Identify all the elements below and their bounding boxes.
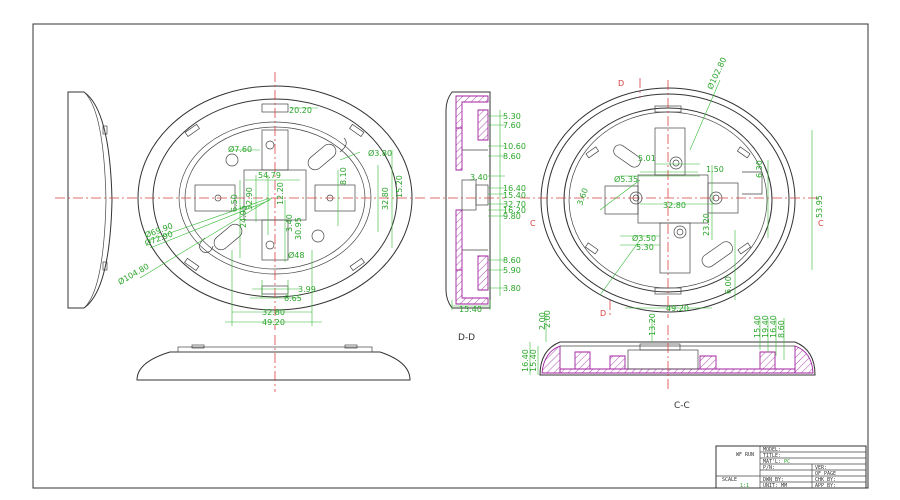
- dim-label: Ø104.80: [116, 261, 151, 287]
- rear-dimension-labels: Ø102.80 5.01 1.50 Ø5.35 6.30 32.80 Ø3.50…: [543, 56, 824, 336]
- dim-label: 16.40: [503, 184, 526, 193]
- dim-label: 20.20: [289, 106, 312, 115]
- bottom-profile-view: [136, 344, 411, 381]
- dim-label: 32.90: [245, 187, 254, 210]
- dim-label: 5.01: [638, 154, 656, 163]
- tb-scale-value: 1:1: [740, 483, 749, 489]
- dim-label: 5.90: [503, 266, 521, 275]
- dim-label: 15.40: [503, 191, 526, 200]
- tb-checked: CHK BY:: [815, 477, 836, 483]
- dim-label: 16.40: [769, 315, 778, 338]
- dim-label: 1.50: [706, 165, 724, 174]
- front-dimension-labels: 20.20 Ø7.60 Ø3.80 54.79 8.10 15.20 32.80…: [116, 106, 404, 327]
- drawing-border: [32, 23, 869, 489]
- section-cc-dimension-labels: 16.40 15.40 2.00 15.40 19.40 16.40 8.60: [521, 312, 786, 372]
- left-edge-view: [67, 91, 113, 309]
- rear-dimension-lines: [599, 79, 813, 309]
- dim-label: 15.20: [395, 175, 404, 198]
- dim-label: 30.95: [294, 217, 303, 240]
- dim-label: 10.60: [503, 142, 526, 151]
- dim-label: 2.00: [538, 312, 547, 330]
- dim-label: 32.70: [503, 200, 526, 209]
- dim-label: Ø48: [288, 250, 304, 260]
- dim-label: Ø5.35: [614, 174, 638, 184]
- cut-letter-c-right: C: [818, 219, 824, 228]
- dim-label: Ø7.60: [228, 144, 252, 154]
- cut-letter-d-top: D: [618, 79, 624, 88]
- dim-label: 15.40: [753, 315, 762, 338]
- tb-sheet: OF PAGE: [815, 471, 836, 477]
- tb-approved: APP BY:: [815, 483, 836, 489]
- dim-label: 9.80: [503, 212, 521, 221]
- dim-label: 3.60: [575, 187, 590, 207]
- tb-part-no: P/N:: [763, 465, 775, 471]
- dim-label: 8.10: [339, 167, 348, 185]
- dim-label: 19.40: [761, 315, 770, 338]
- dim-label: 3.99: [298, 285, 316, 294]
- dim-label: 13.20: [648, 313, 657, 336]
- dim-label: Ø102.80: [705, 56, 729, 91]
- dim-label: 32.80: [381, 187, 390, 210]
- dim-label: 23.20: [702, 213, 711, 236]
- dim-label: 16.20: [503, 206, 526, 215]
- tb-ver: VER:: [815, 465, 827, 471]
- section-dd-view: [445, 91, 491, 309]
- dim-label: 49.20: [262, 318, 285, 327]
- dim-label: 6.50: [230, 194, 239, 212]
- dim-label: 32.80: [663, 201, 686, 210]
- dim-label: 8.60: [777, 320, 786, 338]
- dim-label: 3.80: [503, 284, 521, 293]
- section-cc-dimension-lines: [529, 315, 785, 375]
- dim-label: 12.20: [276, 182, 285, 205]
- section-cc-view: [539, 341, 816, 376]
- tb-title: TITLE:: [763, 453, 781, 459]
- tb-scale-label: SCALE: [722, 477, 737, 483]
- tb-material-value: PC: [784, 459, 790, 465]
- title-block: WF RUN MODEL: TITLE: MAT'L: PC P/N: VER:…: [715, 445, 867, 489]
- dim-label: 6.00: [724, 276, 733, 294]
- tb-model: MODEL:: [763, 447, 781, 453]
- tb-unit: UNIT: MM: [763, 483, 787, 489]
- section-dd-dimension-lines: [451, 110, 505, 310]
- view-label-cc: C-C: [674, 401, 690, 411]
- dim-label: 3.40: [285, 214, 294, 232]
- dim-label: Ø3.80: [368, 148, 392, 158]
- dim-label: 16.40: [521, 349, 530, 372]
- cut-letter-c-left: C: [530, 219, 536, 228]
- tb-company: WF RUN: [736, 452, 754, 458]
- dim-label: 8.60: [503, 256, 521, 265]
- tb-drawn: DWN BY:: [763, 477, 784, 483]
- dim-label: 8.60: [503, 152, 521, 161]
- dim-label: 53.95: [815, 195, 824, 218]
- dim-label: Ø3.50: [632, 233, 656, 243]
- dim-label: 15.40: [459, 305, 482, 314]
- dim-label: 6.65: [284, 294, 302, 303]
- dim-label: 5.30: [503, 112, 521, 121]
- section-dd-dimension-labels: 5.30 7.60 10.60 8.60 3.40 16.40 15.40 32…: [459, 112, 526, 314]
- dim-label: 6.30: [755, 160, 764, 178]
- tb-material: MAT'L:: [763, 459, 781, 465]
- dim-label: 7.60: [503, 121, 521, 130]
- dim-label: 15.40: [529, 349, 538, 372]
- view-label-dd: D-D: [458, 333, 475, 343]
- dim-label: 2.00: [543, 310, 552, 328]
- cut-letter-d-bottom: D: [600, 309, 606, 318]
- dim-label: 54.79: [258, 171, 281, 180]
- dim-label: 49.20: [666, 304, 689, 313]
- dim-label: 24.95: [239, 205, 248, 228]
- dim-label: 32.80: [262, 308, 285, 317]
- dim-label: 3.40: [470, 173, 488, 182]
- front-dimension-lines: [139, 107, 393, 326]
- dim-label: 5.30: [636, 243, 654, 252]
